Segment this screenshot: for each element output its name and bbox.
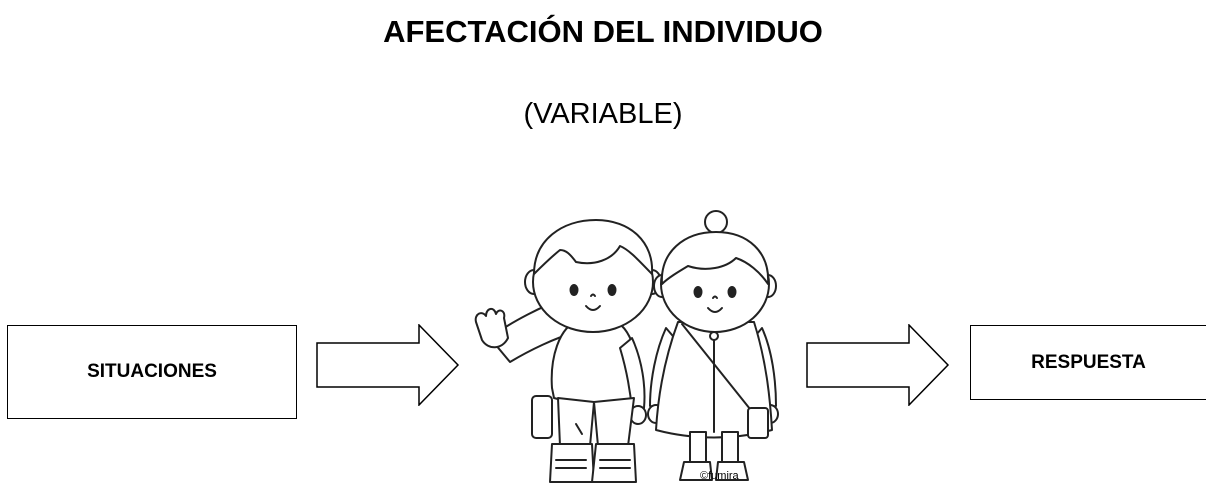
illustration-credit: ©fumira: [700, 470, 739, 482]
respuesta-label: RESPUESTA: [1031, 351, 1146, 373]
children-illustration: [474, 210, 779, 483]
arrow-right-icon: [316, 324, 460, 406]
diagram-title: AFECTACIÓN DEL INDIVIDUO: [383, 14, 823, 49]
respuesta-box: RESPUESTA: [970, 325, 1206, 400]
situaciones-box: SITUACIONES: [7, 325, 297, 419]
diagram-subtitle: (VARIABLE): [523, 98, 683, 130]
situaciones-label: SITUACIONES: [87, 361, 217, 382]
arrow-right-icon-2: [806, 324, 950, 406]
